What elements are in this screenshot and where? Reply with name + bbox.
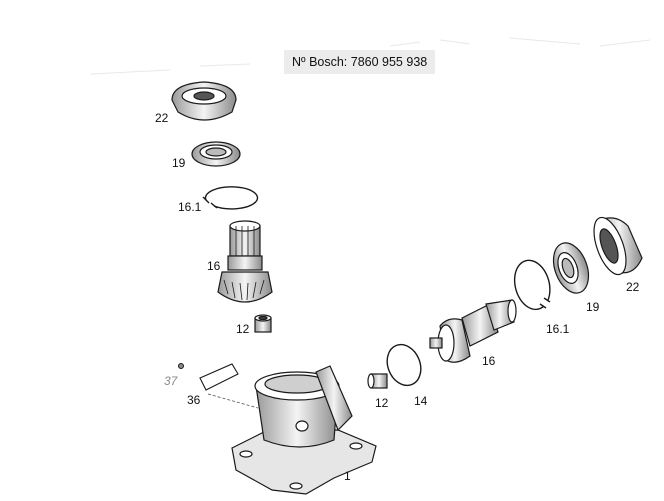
part-14-o-ring [386,343,422,387]
callout-16-1-left: 16.1 [178,200,202,214]
callout-14: 14 [414,394,428,408]
callout-16-left: 16 [207,259,221,273]
leader-36 [207,393,259,409]
callout-37: 37 [164,374,178,388]
part-22-cap-right [593,216,643,276]
callout-36: 36 [187,393,201,407]
callout-12-mid: 12 [375,396,389,410]
callout-1: 1 [344,469,351,483]
part-16-pinion-right [429,299,517,363]
bosch-reference-label: Nº Bosch: 7860 955 938 [284,50,436,74]
part-19-seal-right [552,242,590,294]
part-37-screw [178,363,184,369]
callout-16-1-right: 16.1 [546,322,570,336]
part-12-bearing-mid [367,373,388,389]
part-36-plate [199,363,239,391]
part-19-seal-left [191,141,241,167]
part-16-1-circlip-left [202,186,259,210]
background-smudges [89,37,651,75]
callout-19-left: 19 [172,156,186,170]
callout-16-right: 16 [482,354,496,368]
part-22-cap-left [171,81,237,121]
part-1-housing [231,365,377,495]
part-16-1-circlip-right [513,259,551,311]
part-12-bearing-left [254,314,272,333]
callout-22-right: 22 [626,280,640,294]
callout-19-right: 19 [586,300,600,314]
part-16-pinion-left [217,220,273,303]
callout-12-left: 12 [236,322,250,336]
callout-22-left: 22 [155,111,169,125]
